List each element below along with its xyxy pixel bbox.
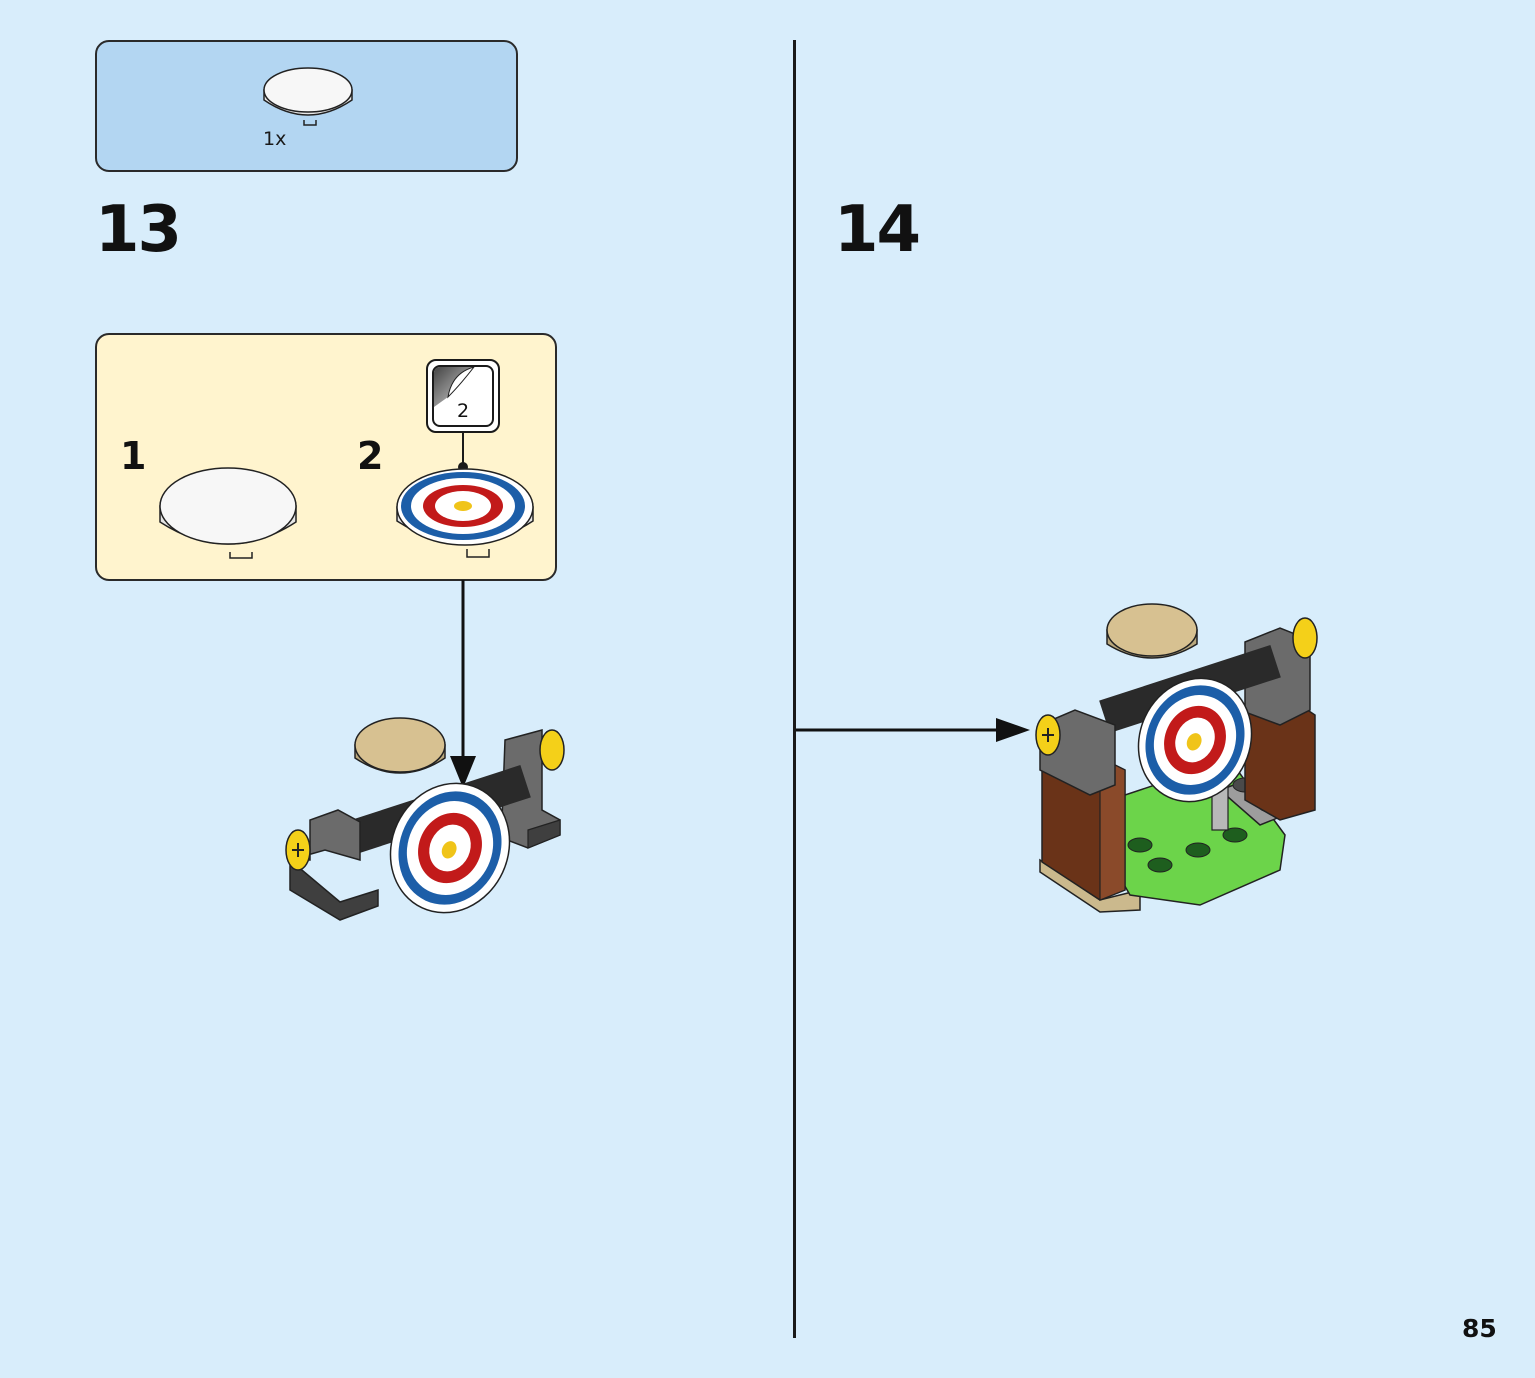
target-tile-icon [396, 468, 534, 558]
sub-step-number-2: 2 [357, 434, 384, 478]
placement-arrow-down [450, 580, 476, 788]
sticker-sheet-callout: 2 [426, 359, 500, 433]
page-number: 85 [1462, 1314, 1497, 1343]
target-assembly-model-step14 [1035, 603, 1318, 913]
sticker-sheet-number: 2 [456, 400, 470, 422]
part-quantity: 1x [263, 128, 287, 150]
step-divider [793, 40, 796, 1338]
target-assembly-model-step13 [285, 717, 565, 921]
white-round-tile-icon [263, 67, 353, 126]
sticker-sheet-icon: 2 [432, 365, 494, 427]
white-round-tile-icon [159, 467, 297, 559]
sticker-leader-line [462, 432, 464, 466]
placement-arrow-right [796, 718, 1030, 742]
sub-step-number-1: 1 [120, 434, 147, 478]
step-number-14: 14 [834, 193, 921, 267]
step-number-13: 13 [95, 193, 182, 267]
sticker-leader-dot [458, 462, 468, 472]
